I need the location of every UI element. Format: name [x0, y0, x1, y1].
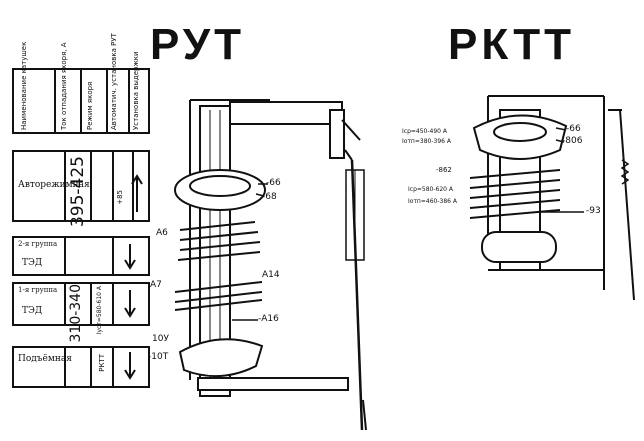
rut-label-a14: А14	[262, 270, 280, 280]
row-lift: Подъёмная РКТТ	[12, 346, 150, 388]
row-auto-name: Авторежимная	[18, 180, 90, 190]
rktt-label-i2: Iотп=380-396 А	[402, 138, 451, 145]
arrow-down-icon	[124, 352, 136, 380]
rut-label-66: -66	[266, 178, 281, 188]
rktt-label-i4: Iотп=460-386 А	[408, 198, 457, 205]
rut-label-10u: 10У	[152, 334, 169, 344]
rktt-label-i3: Iср=580-620 А	[408, 186, 453, 193]
rktt-label-i1: Iср=450-490 А	[402, 128, 447, 135]
arrow-up-icon	[131, 174, 143, 212]
row-ted-group1: 1-я группа ТЭД 310-340 Iуст=580-610 А	[12, 282, 150, 343]
rktt-relay	[469, 95, 635, 301]
row-ted2-top: 2-я группа	[18, 240, 58, 248]
row-ted1-name: ТЭД	[22, 306, 43, 316]
rktt-label-93: -93	[586, 206, 601, 216]
title-rktt: РКТТ	[448, 20, 576, 69]
arrow-down-icon	[124, 244, 136, 270]
rut-label-a7: А7	[150, 280, 162, 290]
rut-relay	[174, 99, 367, 431]
rktt-label-806: -806	[562, 136, 583, 146]
rktt-label-862: -862	[436, 166, 452, 174]
table-header: Наименование катушек Ток отпадания якоря…	[12, 33, 150, 134]
row-auto: Авторежимная 395-425 +85	[12, 150, 150, 227]
row-lift-name: Подъёмная	[18, 354, 72, 364]
rut-label-10t: -10Т	[148, 352, 169, 362]
rut-label-a6: А6	[156, 228, 168, 238]
row-ted2-name: ТЭД	[22, 258, 43, 268]
rktt-label-66: -66	[566, 124, 581, 134]
rut-label-a16: -А16	[258, 314, 279, 324]
row-ted1-top: 1-я группа	[18, 286, 58, 294]
arrow-down-icon	[124, 290, 136, 318]
rut-label-68: -68	[262, 192, 277, 202]
row-ted-group2: 2-я группа ТЭД	[12, 236, 150, 276]
title-rut: РУТ	[150, 20, 246, 69]
